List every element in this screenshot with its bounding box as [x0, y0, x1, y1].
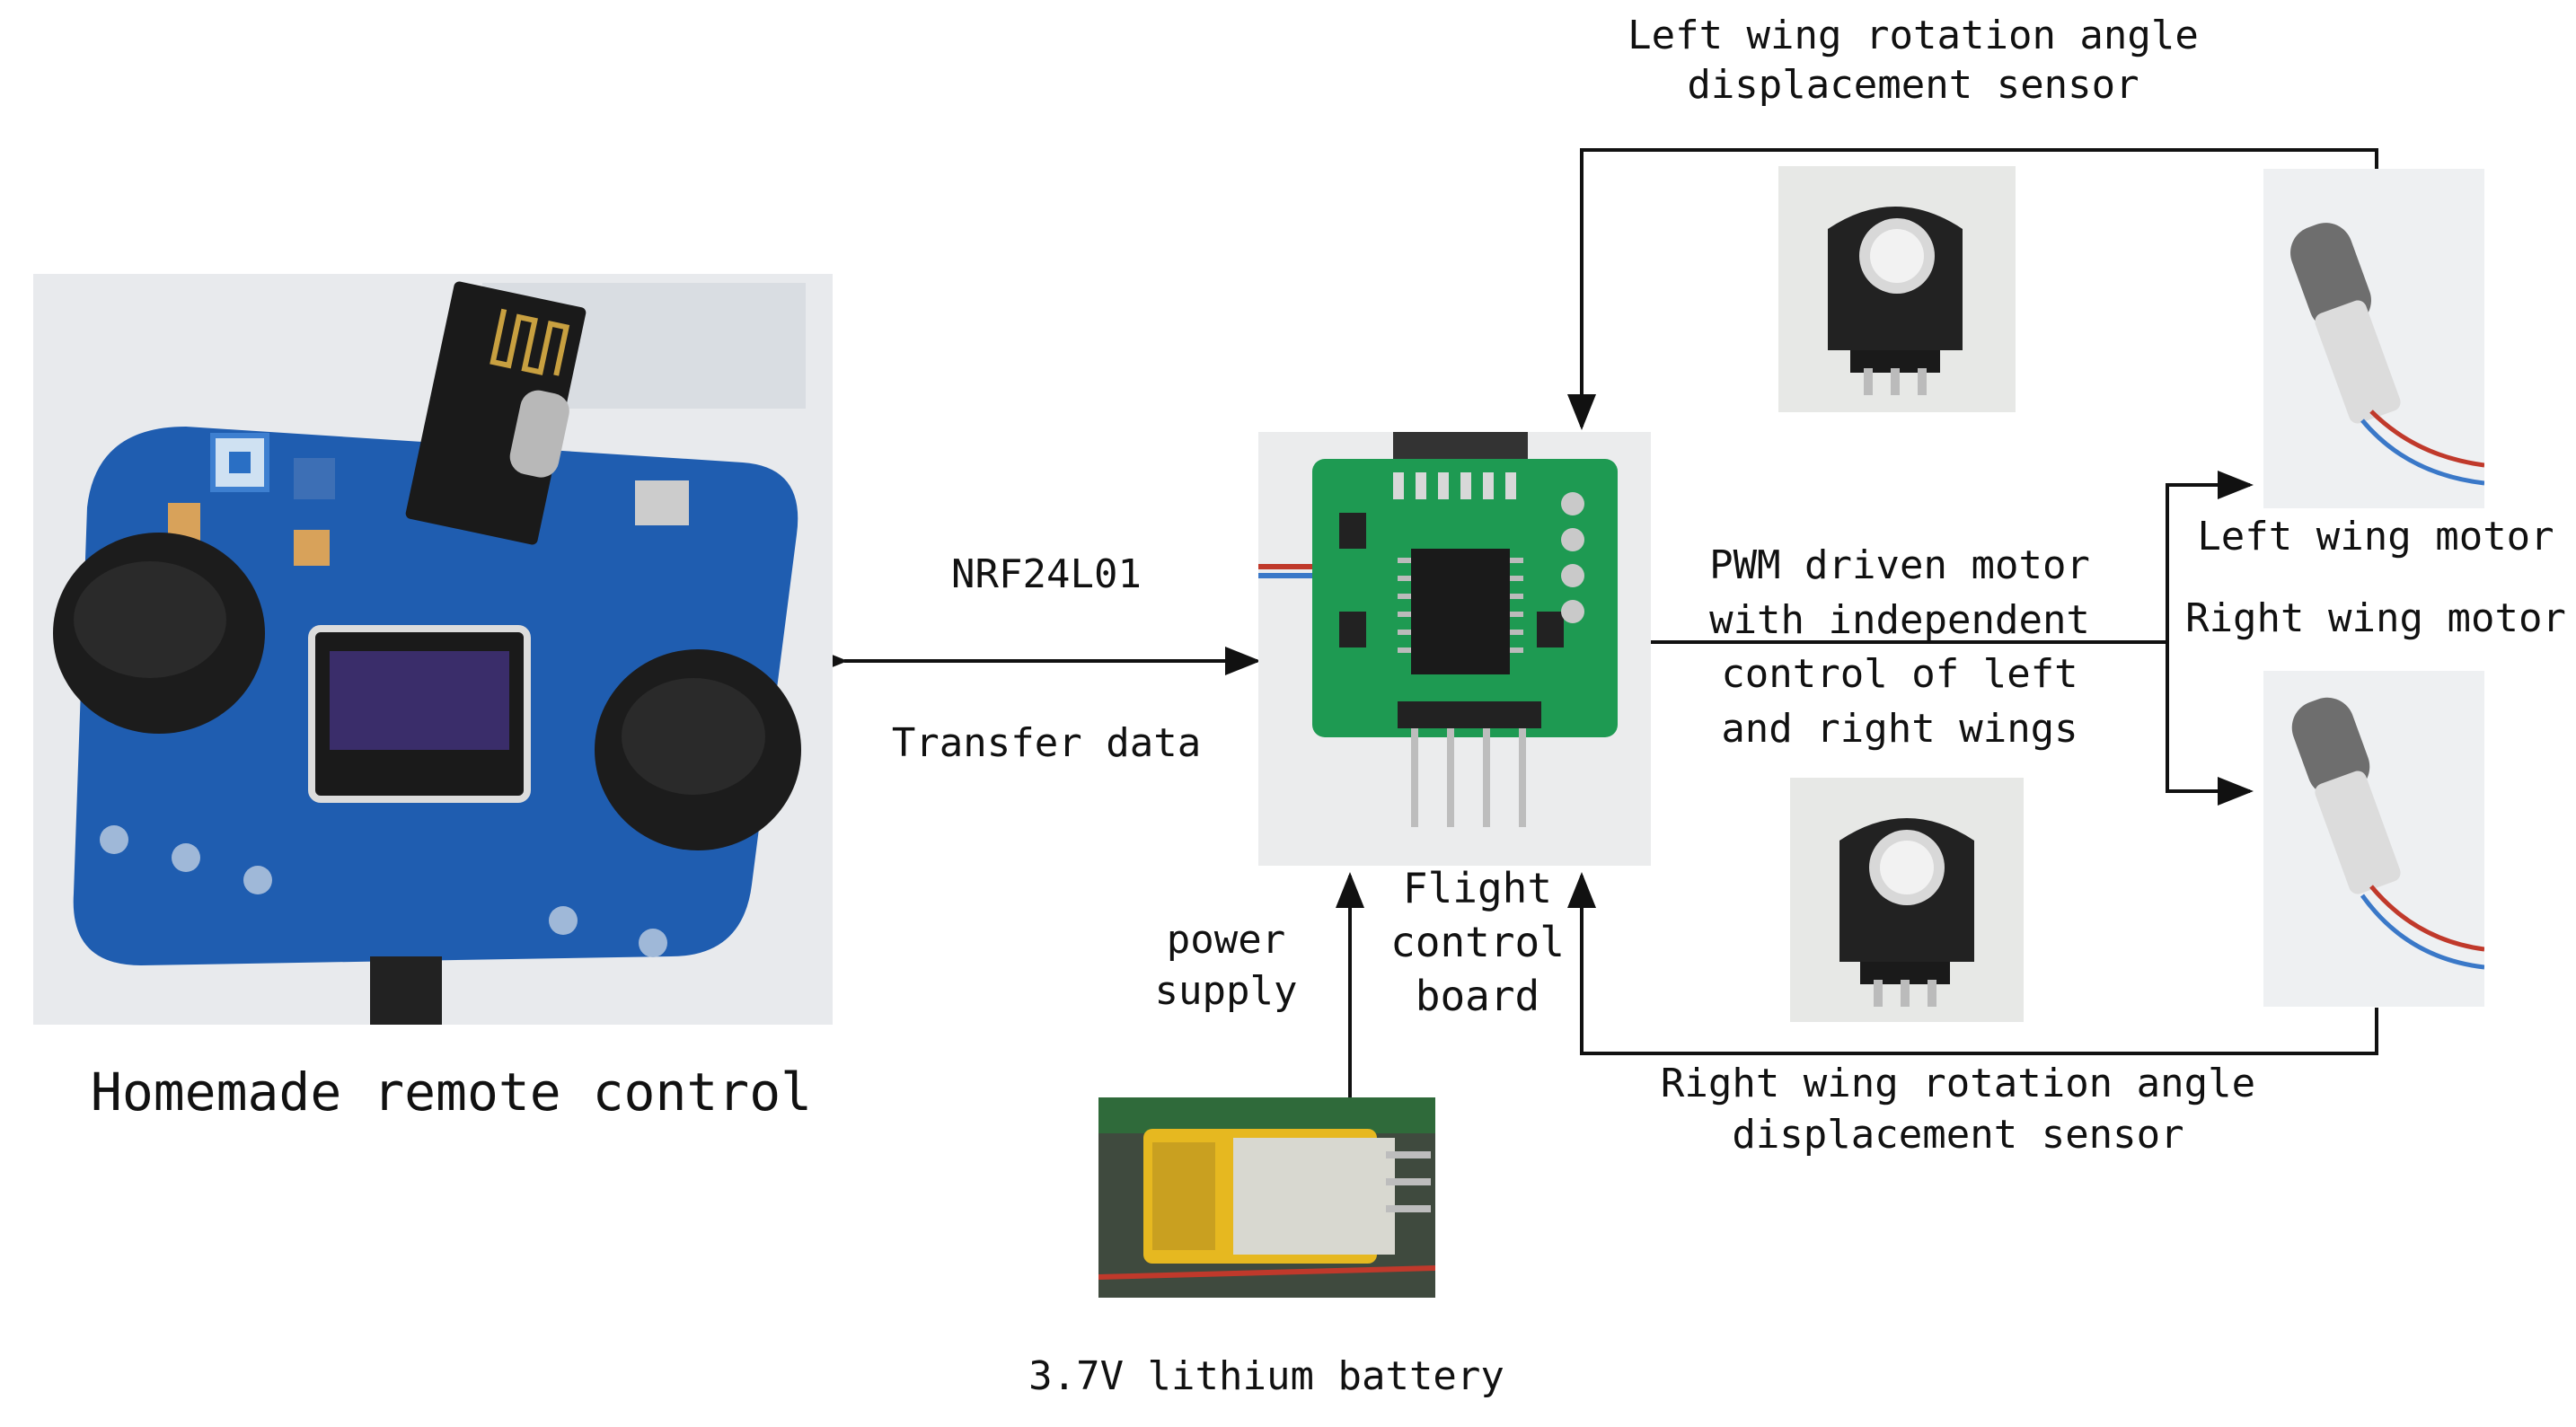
left-sensor-photo	[1778, 166, 2016, 412]
left-motor-photo	[2263, 169, 2484, 508]
left-motor-label: Left wing motor	[2197, 514, 2554, 559]
power-supply-label: power supply	[1154, 917, 1298, 1015]
transfer-data-label: Transfer data	[891, 720, 1202, 766]
battery-label: 3.7V lithium battery	[1028, 1353, 1504, 1399]
right-motor-photo	[2263, 671, 2484, 1007]
left-sensor-feedback-line	[1567, 148, 2378, 430]
right-motor-label: Right wing motor	[2185, 595, 2566, 641]
battery-photo	[1098, 1097, 1435, 1298]
right-sensor-photo	[1790, 778, 2024, 1022]
left-sensor-label: Left wing rotation angle displacement se…	[1628, 13, 2199, 108]
right-sensor-label: Right wing rotation angle displacement s…	[1660, 1061, 2256, 1158]
nrf24l01-label: NRF24L01	[951, 551, 1142, 597]
remote-control-label: Homemade remote control	[90, 1061, 813, 1123]
remote-control-photo	[33, 274, 833, 1025]
flight-control-board-label: Flight control board	[1390, 864, 1565, 1020]
right-sensor-feedback-line	[1567, 872, 2378, 1055]
flight-control-board-photo	[1258, 432, 1651, 866]
pwm-description-label: PWM driven motor with independent contro…	[1709, 542, 2090, 753]
